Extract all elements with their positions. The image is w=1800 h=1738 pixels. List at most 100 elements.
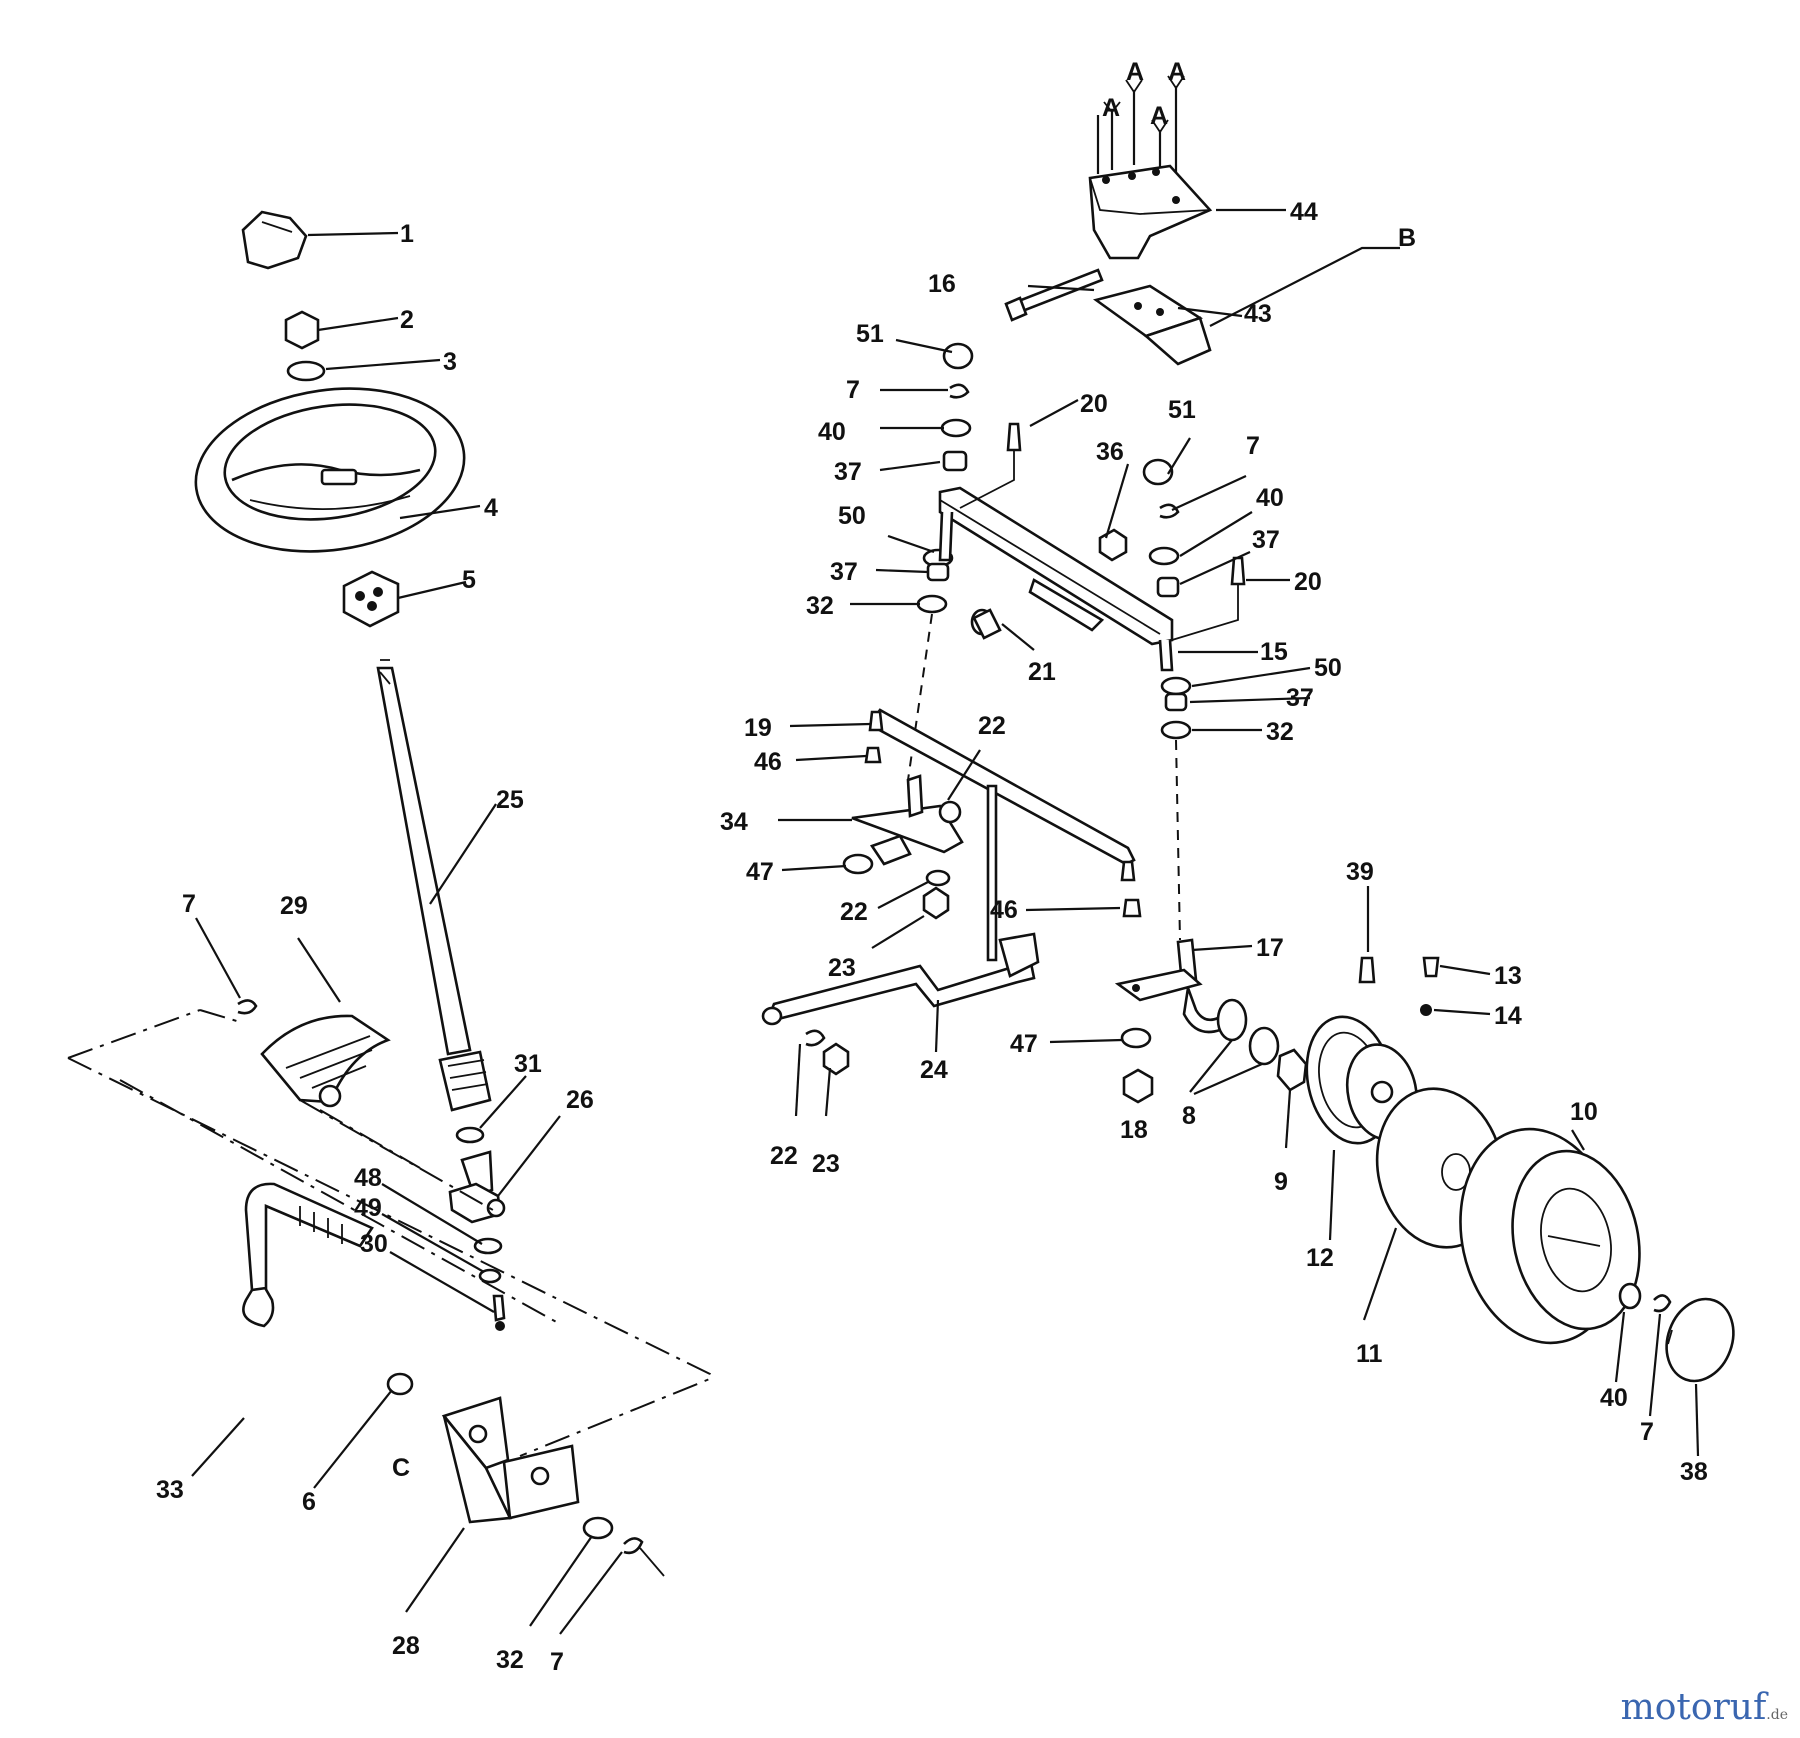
axle-plate	[1092, 284, 1212, 366]
callout-8: 8	[1182, 1102, 1196, 1130]
washer-32-right	[1160, 720, 1192, 740]
pinion-gear	[438, 1050, 492, 1112]
callout-40-left: 40	[818, 418, 846, 446]
callout-3: 3	[443, 348, 457, 376]
callout-9: 9	[1274, 1168, 1288, 1196]
sector-gear	[260, 1014, 391, 1108]
callout-37-right: 37	[1252, 526, 1280, 554]
cap-51-right	[1142, 458, 1174, 486]
callout-31: 31	[514, 1050, 542, 1078]
callout-44: 44	[1290, 198, 1318, 226]
callout-19: 19	[744, 714, 772, 742]
callout-leaders	[191, 208, 1700, 1635]
steering-shaft	[376, 659, 472, 1056]
callout-50-right: 50	[1314, 654, 1342, 682]
tie-rod	[868, 708, 1136, 882]
callout-37-top-left: 37	[834, 458, 862, 486]
bushing-37-right	[1156, 576, 1180, 598]
callout-11: 11	[1356, 1340, 1383, 1368]
callout-18: 18	[1120, 1116, 1148, 1144]
spindle-axis-left	[907, 613, 933, 781]
cap-14	[1420, 1004, 1432, 1016]
callout-50-left: 50	[838, 502, 866, 530]
nut-18	[1122, 1068, 1154, 1104]
callout-21: 21	[1028, 658, 1056, 686]
callout-32-right: 32	[1266, 718, 1294, 746]
callout-labels: 1 2 3 4 5 25 7 29 31 26 48 49 30 33 6 C …	[156, 58, 1708, 1676]
clip-7-bottom	[623, 1537, 644, 1555]
steering-column-assembly	[67, 210, 714, 1577]
washer-40-right	[1148, 546, 1180, 566]
washer-47-right	[1120, 1027, 1152, 1049]
clip-7-right	[1159, 503, 1180, 519]
watermark-tld: .de	[1766, 1707, 1788, 1723]
axle-block	[1088, 164, 1213, 260]
callout-a-1: A	[1102, 94, 1120, 122]
callout-48: 48	[354, 1164, 382, 1192]
drag-link-lower	[761, 932, 1040, 1026]
bearing-8a	[1216, 998, 1248, 1042]
callout-22-top: 22	[978, 712, 1006, 740]
steering-arm	[851, 774, 964, 866]
washer-22-lower	[805, 1029, 826, 1047]
callout-a-2: A	[1126, 58, 1144, 86]
watermark-brand: motoruf	[1620, 1687, 1767, 1728]
nut-9	[1276, 1048, 1308, 1092]
callout-24: 24	[920, 1056, 948, 1084]
grease-fitting-20a	[1006, 422, 1022, 452]
callout-a-4: A	[1168, 58, 1186, 86]
axle-cap-38	[1665, 1297, 1735, 1383]
callout-14: 14	[1494, 1002, 1522, 1030]
callout-c: C	[392, 1454, 410, 1482]
bushing-6	[386, 1372, 414, 1396]
clip-7-stack	[949, 383, 970, 399]
callout-7-stack: 7	[846, 376, 860, 404]
callout-23-mid: 23	[828, 954, 856, 982]
clip-7-left	[237, 999, 258, 1015]
washer-32-left	[582, 1516, 614, 1540]
callout-47-left: 47	[746, 858, 774, 886]
washer-49	[478, 1268, 502, 1284]
clip-7-wheel	[1653, 1294, 1672, 1313]
callout-6: 6	[302, 1488, 316, 1516]
axle-mount-assembly	[1004, 75, 1213, 366]
callout-51-left: 51	[856, 320, 884, 348]
front-axle-assembly	[761, 342, 1735, 1383]
callout-40-wheel: 40	[1600, 1384, 1628, 1412]
callout-43: 43	[1244, 300, 1272, 328]
callout-32-mid-left: 32	[806, 592, 834, 620]
mounting-points-a	[1096, 75, 1185, 190]
callout-29: 29	[280, 892, 308, 920]
washer-47-left	[842, 853, 874, 875]
ball-joint-46-right	[1122, 898, 1142, 918]
callout-17: 17	[1256, 934, 1284, 962]
callout-20-right: 20	[1294, 568, 1322, 596]
callout-38: 38	[1680, 1458, 1708, 1486]
steering-adapter	[342, 570, 400, 628]
callout-39: 39	[1346, 858, 1374, 886]
callout-26: 26	[566, 1086, 594, 1114]
washer-22-mid	[925, 869, 951, 887]
axle-beam	[938, 486, 1174, 672]
tire	[1459, 1127, 1641, 1345]
steering-nut	[284, 310, 320, 350]
callout-7-bottom: 7	[550, 1648, 564, 1676]
washer-31	[455, 1126, 485, 1144]
callout-15: 15	[1260, 638, 1288, 666]
callout-12: 12	[1306, 1244, 1334, 1272]
mounting-bracket	[441, 1396, 580, 1524]
callout-33: 33	[156, 1476, 184, 1504]
washer-40-left	[940, 418, 972, 438]
callout-47-right: 47	[1010, 1030, 1038, 1058]
callout-36: 36	[1096, 438, 1124, 466]
callout-22-mid: 22	[840, 898, 868, 926]
pivot-bolt	[1004, 268, 1104, 322]
callout-49: 49	[354, 1194, 382, 1222]
callout-22-lower: 22	[770, 1142, 798, 1170]
callout-2: 2	[400, 306, 414, 334]
fitting-39	[1358, 956, 1376, 984]
cap-51-left	[942, 342, 974, 370]
steering-cap	[241, 210, 308, 270]
callout-13: 13	[1494, 962, 1522, 990]
